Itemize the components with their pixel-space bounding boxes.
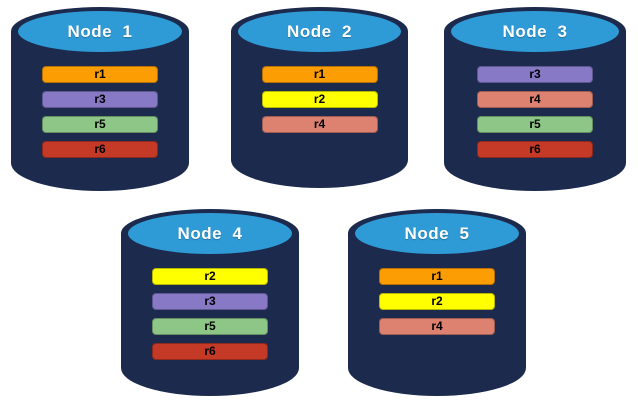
replica-bar-r3: r3 [477, 66, 593, 83]
cylinder-body [11, 31, 189, 191]
database-node-1: Node 1 r1 r3 r5 r6 [11, 7, 189, 191]
database-node-3: Node 3 r3 r4 r5 r6 [444, 7, 626, 191]
replica-bar-r4: r4 [477, 91, 593, 108]
cylinder-body [231, 31, 408, 188]
replica-bar-r1: r1 [261, 66, 378, 83]
database-node-5: Node 5 r1 r2 r4 [348, 209, 526, 396]
node-label: Node 5 [404, 223, 470, 243]
replica-list: r3 r4 r5 r6 [477, 66, 593, 166]
replica-bar-r2: r2 [261, 91, 378, 108]
replica-bar-r6: r6 [42, 141, 158, 158]
replica-bar-r5: r5 [152, 318, 268, 335]
cylinder-top: Node 2 [238, 11, 401, 52]
cylinder-body [444, 31, 626, 191]
replica-bar-r3: r3 [42, 91, 158, 108]
replica-bar-r5: r5 [477, 116, 593, 133]
node-label: Node 1 [67, 21, 133, 41]
cylinder-top: Node 4 [128, 213, 292, 254]
database-node-4: Node 4 r2 r3 r5 r6 [121, 209, 299, 396]
replica-list: r1 r2 r4 [379, 268, 495, 343]
replica-bar-r3: r3 [152, 293, 268, 310]
cylinder-top: Node 5 [355, 213, 519, 254]
database-node-2: Node 2 r1 r2 r4 [231, 7, 408, 188]
replica-bar-r1: r1 [42, 66, 158, 83]
cylinder-top: Node 1 [18, 11, 182, 52]
cylinder-top: Node 3 [451, 11, 619, 52]
cylinder-body [121, 233, 299, 396]
node-label: Node 2 [287, 21, 352, 41]
node-label: Node 3 [502, 21, 568, 41]
replica-bar-r6: r6 [477, 141, 593, 158]
replica-bar-r2: r2 [152, 268, 268, 285]
replica-list: r1 r3 r5 r6 [42, 66, 158, 166]
replica-list: r1 r2 r4 [261, 66, 378, 141]
replica-bar-r5: r5 [42, 116, 158, 133]
replica-bar-r4: r4 [261, 116, 378, 133]
cylinder-body [348, 233, 526, 396]
replica-bar-r4: r4 [379, 318, 495, 335]
node-label: Node 4 [177, 223, 243, 243]
replica-bar-r2: r2 [379, 293, 495, 310]
replica-bar-r6: r6 [152, 343, 268, 360]
replica-list: r2 r3 r5 r6 [152, 268, 268, 368]
replica-bar-r1: r1 [379, 268, 495, 285]
